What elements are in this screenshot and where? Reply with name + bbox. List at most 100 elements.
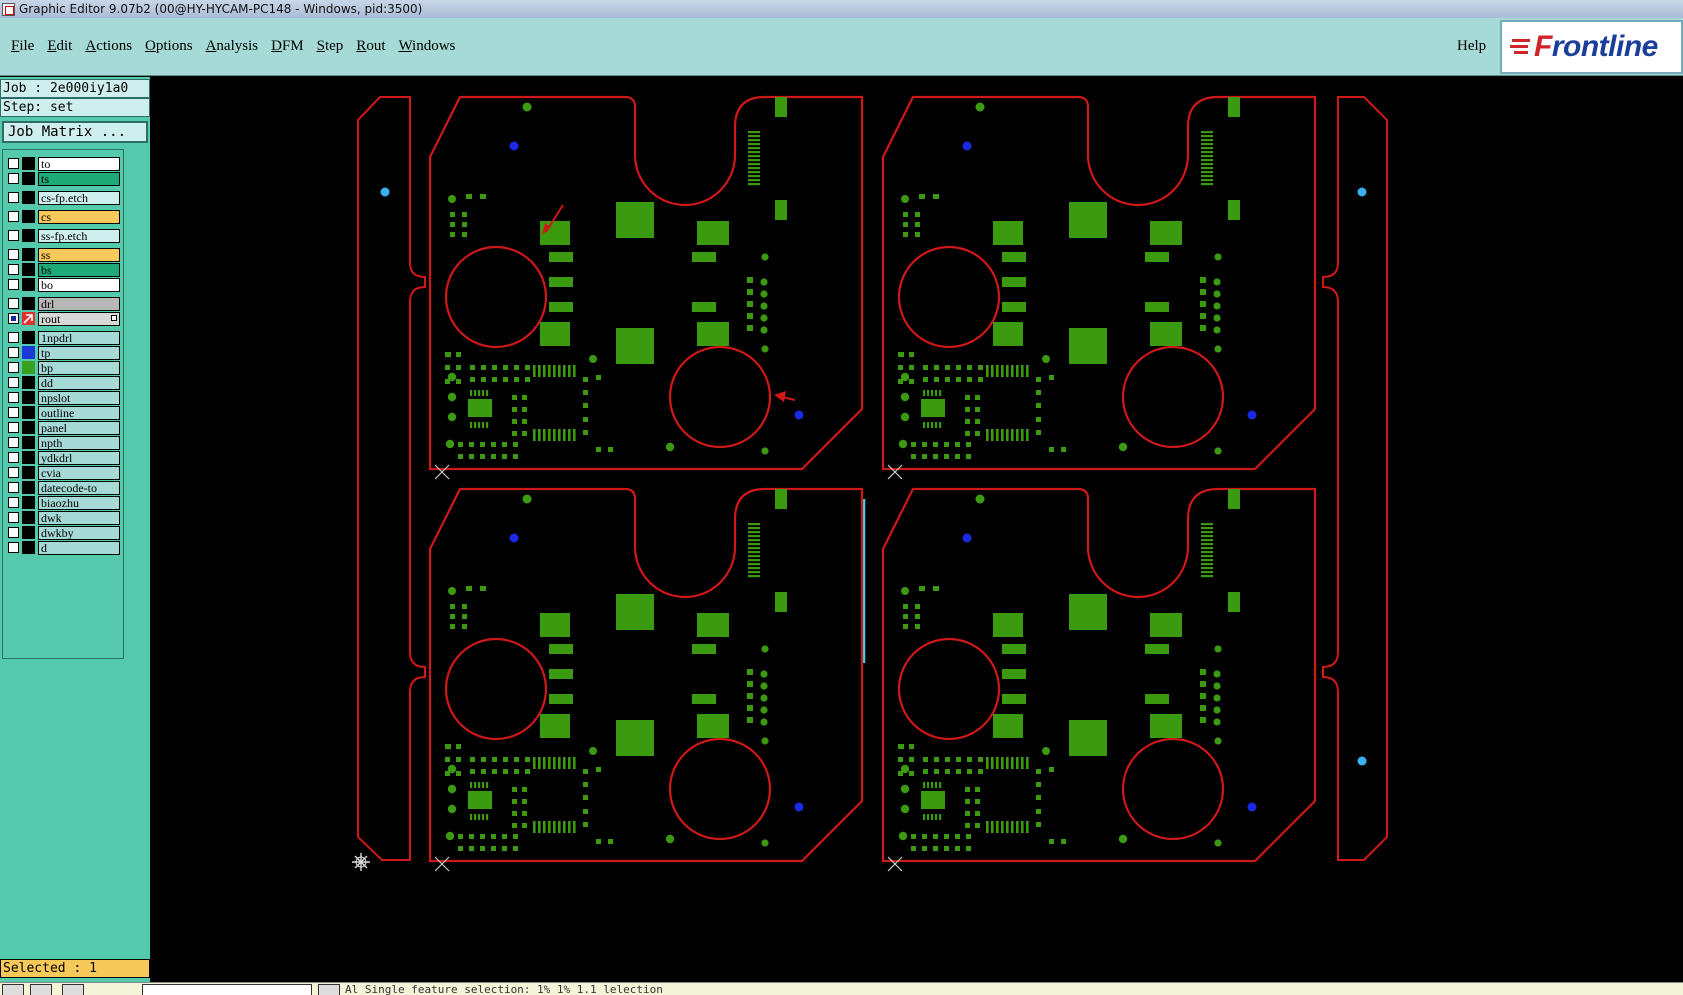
layer-row-ts[interactable]: ts [5,171,121,186]
layer-checkbox[interactable] [8,298,19,309]
menu-step[interactable]: Step [316,38,344,54]
layer-color-swatch[interactable] [22,421,35,434]
layer-row-npth[interactable]: npth [5,435,121,450]
layer-color-swatch[interactable] [22,278,35,291]
status-button-2[interactable] [30,984,52,995]
layer-row-panel[interactable]: panel [5,420,121,435]
layer-name[interactable]: bo [38,277,120,292]
menu-analysis[interactable]: Analysis [205,38,259,54]
layer-color-swatch[interactable] [22,346,35,359]
layer-checkbox[interactable] [8,527,19,538]
layer-color-swatch[interactable] [22,191,35,204]
job-matrix-button[interactable]: Job Matrix ... [2,121,148,143]
layer-row-ss-fp.etch[interactable]: ss-fp.etch [5,228,121,243]
layer-name[interactable]: outline [38,405,120,420]
layer-color-swatch[interactable] [22,481,35,494]
layer-color-swatch[interactable] [22,157,35,170]
layer-name[interactable]: cs-fp.etch [38,190,120,205]
layer-checkbox[interactable] [8,264,19,275]
layer-row-dd[interactable]: dd [5,375,121,390]
layer-row-outline[interactable]: outline [5,405,121,420]
menu-dfm[interactable]: DFM [271,38,304,54]
layer-name[interactable]: to [38,156,120,171]
layer-edit-icon[interactable] [22,312,35,325]
layer-color-swatch[interactable] [22,331,35,344]
layer-color-swatch[interactable] [22,229,35,242]
layer-name[interactable]: ts [38,171,120,186]
layer-checkbox[interactable] [8,173,19,184]
layer-checkbox[interactable] [8,407,19,418]
layer-row-1npdrl[interactable]: 1npdrl [5,330,121,345]
menu-help[interactable]: Help [1457,38,1487,54]
layer-color-swatch[interactable] [22,466,35,479]
layer-row-bs[interactable]: bs [5,262,121,277]
layer-color-swatch[interactable] [22,511,35,524]
layer-name[interactable]: dwk [38,510,120,525]
layer-color-swatch[interactable] [22,376,35,389]
pcb-panel-view[interactable] [150,77,1683,982]
layer-checkbox[interactable] [8,362,19,373]
layer-name[interactable]: d [38,540,120,555]
layer-color-swatch[interactable] [22,297,35,310]
layer-color-swatch[interactable] [22,210,35,223]
layer-checkbox[interactable] [8,542,19,553]
command-input[interactable] [142,984,312,995]
layer-checkbox[interactable] [8,512,19,523]
layer-color-swatch[interactable] [22,526,35,539]
layer-color-swatch[interactable] [22,451,35,464]
layer-checkbox[interactable] [8,313,19,324]
layer-checkbox[interactable] [8,158,19,169]
layer-row-ss[interactable]: ss [5,247,121,262]
layer-color-swatch[interactable] [22,172,35,185]
layer-row-ydkdrl[interactable]: ydkdrl [5,450,121,465]
layer-checkbox[interactable] [8,482,19,493]
status-button-4[interactable] [318,984,340,995]
layer-row-cvia[interactable]: cvia [5,465,121,480]
menu-actions[interactable]: Actions [85,38,133,54]
layer-checkbox[interactable] [8,211,19,222]
layer-name[interactable]: ydkdrl [38,450,120,465]
layer-name[interactable]: bp [38,360,120,375]
layer-name[interactable]: tp [38,345,120,360]
layer-row-npslot[interactable]: npslot [5,390,121,405]
layer-row-drl[interactable]: drl [5,296,121,311]
layer-name[interactable]: panel [38,420,120,435]
layer-row-d[interactable]: d [5,540,121,555]
layer-checkbox[interactable] [8,422,19,433]
menu-rout[interactable]: Rout [356,38,386,54]
layer-name[interactable]: drl [38,296,120,311]
status-button-3[interactable] [62,984,84,995]
layer-row-to[interactable]: to [5,156,121,171]
layer-checkbox[interactable] [8,392,19,403]
menu-edit[interactable]: Edit [47,38,73,54]
layer-row-tp[interactable]: tp [5,345,121,360]
menu-options[interactable]: Options [145,38,193,54]
layer-name[interactable]: cs [38,209,120,224]
layer-color-swatch[interactable] [22,436,35,449]
layer-name[interactable]: npth [38,435,120,450]
layer-checkbox[interactable] [8,230,19,241]
layer-checkbox[interactable] [8,497,19,508]
layer-name[interactable]: npslot [38,390,120,405]
layer-checkbox[interactable] [8,437,19,448]
menu-file[interactable]: File [11,38,35,54]
layer-checkbox[interactable] [8,332,19,343]
layer-color-swatch[interactable] [22,263,35,276]
layer-color-swatch[interactable] [22,541,35,554]
layer-checkbox[interactable] [8,249,19,260]
layer-checkbox[interactable] [8,377,19,388]
layer-row-cs[interactable]: cs [5,209,121,224]
layer-checkbox[interactable] [8,347,19,358]
layer-name[interactable]: 1npdrl [38,330,120,345]
layer-row-datecode-to[interactable]: datecode-to [5,480,121,495]
layer-name[interactable]: cvia [38,465,120,480]
layer-checkbox[interactable] [8,192,19,203]
graphic-canvas[interactable] [150,77,1683,982]
layer-row-dwk[interactable]: dwk [5,510,121,525]
layer-row-bp[interactable]: bp [5,360,121,375]
layer-row-bo[interactable]: bo [5,277,121,292]
layer-color-swatch[interactable] [22,496,35,509]
layer-name[interactable]: dd [38,375,120,390]
layer-color-swatch[interactable] [22,406,35,419]
layer-color-swatch[interactable] [22,361,35,374]
